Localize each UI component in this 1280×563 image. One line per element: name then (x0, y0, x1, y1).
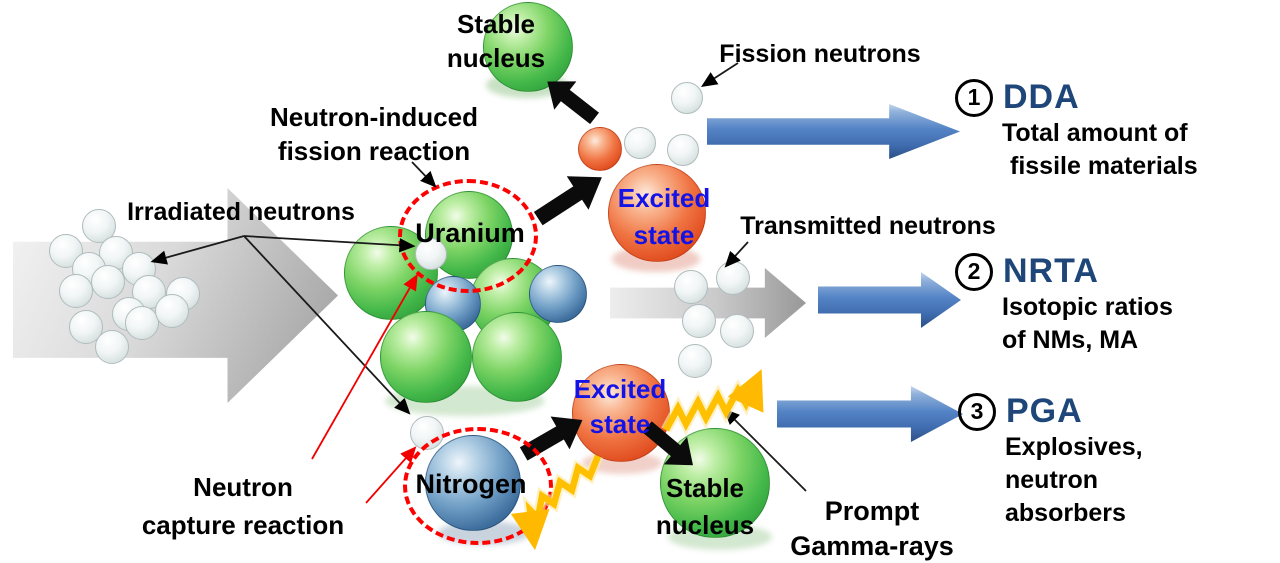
neutron-sphere (95, 330, 129, 364)
technique-nrta-desc-line2: of NMs, MA (1002, 326, 1139, 354)
technique-pga-desc: Explosives, neutron absorbers (1005, 431, 1143, 530)
excited-state-top-line2: state (633, 220, 695, 250)
prompt-gamma-line1: Prompt (824, 496, 920, 526)
technique-pga-desc-line3: absorbers (1005, 499, 1126, 527)
stable-nucleus-sphere-top (483, 2, 573, 92)
neutron-capture-line2: capture reaction (141, 510, 345, 540)
uranium-nucleon-blue (529, 265, 587, 323)
technique-pga-desc-line1: Explosives, (1005, 433, 1143, 461)
excited-state-top-label: Excited state (618, 180, 711, 254)
fission-neutron-sphere (624, 127, 656, 159)
technique-nrta-title: 2 NRTA (955, 252, 1173, 291)
neutron-capture-label: Neutron capture reaction (142, 468, 344, 544)
transmitted-neutron-sphere (674, 270, 708, 304)
excited-state-top-line1: Excited (617, 183, 711, 213)
excited-state-sphere-bottom (572, 364, 670, 462)
neutron-sphere (125, 306, 159, 340)
technique-nrta-desc-line1: Isotopic ratios (1002, 293, 1173, 321)
excited-state-bottom-line2: state (589, 409, 651, 439)
neutron-sphere (49, 234, 83, 268)
technique-number-badge: 3 (958, 392, 996, 431)
neutron-capture-line1: Neutron (193, 472, 293, 502)
technique-nrta-block: 2 NRTA Isotopic ratios of NMs, MA (955, 252, 1173, 357)
uranium-nucleon-green (472, 312, 562, 402)
technique-pga-title: 3 PGA (958, 392, 1143, 431)
dda-arrow-icon (707, 104, 960, 159)
uranium-nucleon-green (380, 311, 472, 403)
transmitted-neutrons-label: Transmitted neutrons (740, 212, 996, 240)
nitrogen-label: Nitrogen (415, 469, 527, 499)
pga-arrow-icon (777, 386, 963, 442)
neutron-sphere (91, 265, 125, 299)
technique-dda-desc-line1: Total amount of (1002, 119, 1188, 147)
technique-dda-title: 1 DDA (955, 78, 1198, 117)
technique-number-badge: 2 (955, 252, 993, 291)
fission-fragment-sphere (578, 127, 622, 171)
technique-dda-block: 1 DDA Total amount of fissile materials (955, 78, 1198, 183)
prompt-gamma-line2: Gamma-rays (790, 531, 954, 561)
irradiated-neutrons-label: Irradiated neutrons (127, 198, 355, 226)
uranium-label: Uranium (415, 218, 525, 248)
excited-state-bottom-line1: Excited (573, 374, 667, 404)
transmitted-neutron-sphere (716, 261, 750, 295)
stable-nucleus-top-label: Stable nucleus (447, 7, 545, 76)
stable-nucleus-bottom-line1: Stable (665, 473, 745, 503)
fission-neutron-sphere (667, 134, 699, 166)
technique-dda-desc: Total amount of fissile materials (1002, 117, 1198, 183)
fission-reaction-line1: Neutron-induced (270, 102, 478, 132)
technique-nrta-abbr: NRTA (1003, 252, 1099, 290)
excited-state-bottom-label: Excited state (574, 372, 667, 442)
nrta-arrow-icon (818, 272, 961, 328)
stable-nucleus-bottom-label: Stable nucleus (656, 470, 754, 544)
fission-neutron-sphere (671, 82, 703, 114)
technique-dda-abbr: DDA (1003, 78, 1080, 116)
technique-number-badge: 1 (955, 78, 993, 117)
fission-neutrons-label: Fission neutrons (719, 40, 921, 68)
transmitted-neutron-sphere (720, 314, 754, 348)
technique-pga-abbr: PGA (1006, 392, 1083, 430)
neutron-sphere (155, 294, 189, 328)
transmitted-neutron-sphere (678, 344, 712, 378)
prompt-gamma-label: Prompt Gamma-rays (790, 494, 954, 563)
stable-nucleus-top-line1: Stable (456, 9, 536, 39)
technique-dda-desc-line2: fissile materials (1010, 152, 1198, 180)
stable-nucleus-top-line2: nucleus (446, 43, 546, 74)
technique-nrta-desc: Isotopic ratios of NMs, MA (1002, 291, 1173, 357)
neutron-sphere (59, 274, 93, 308)
stable-nucleus-bottom-line2: nucleus (655, 510, 755, 540)
excited-state-sphere-top (608, 164, 706, 262)
technique-pga-desc-line2: neutron (1005, 466, 1099, 494)
reaction-arrow-to-excited-top-icon (527, 161, 613, 236)
fission-reaction-line2: fission reaction (277, 136, 471, 167)
technique-pga-block: 3 PGA Explosives, neutron absorbers (958, 392, 1143, 530)
fission-reaction-label: Neutron-induced fission reaction (270, 100, 478, 169)
transmitted-neutron-sphere (682, 304, 716, 338)
